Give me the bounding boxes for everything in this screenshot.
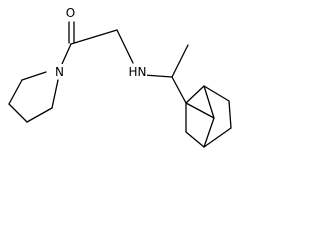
- chemical-structure-diagram: O N HN: [8, 5, 232, 148]
- bicycle-bridge-2: [203, 117, 215, 148]
- methine-to-bicycle-bond: [171, 76, 187, 104]
- pyrrolidine-bond-3: [8, 103, 28, 123]
- pyrrolidine-nitrogen-label: N: [55, 65, 64, 79]
- methine-to-methyl-bond: [171, 44, 189, 78]
- bicycle-bridge-3: [203, 85, 215, 119]
- pyrrolidine-bond-1: [51, 79, 59, 109]
- bicycle-bond-4: [203, 127, 232, 148]
- bicycle-bond-3: [228, 100, 232, 129]
- oxygen-atom-label: O: [66, 6, 75, 20]
- bicycle-bond-5: [185, 131, 205, 148]
- pyrrolidine-bond-4: [8, 79, 23, 105]
- pyrrolidine-bond-5: [21, 71, 47, 81]
- pyrrolidine-bond-2: [26, 107, 53, 123]
- bicycle-bond-1: [185, 85, 205, 104]
- bicycle-bridge-1: [185, 102, 215, 119]
- amine-nitrogen-label: HN: [129, 65, 147, 79]
- carbonyl-to-methylene-bond: [70, 29, 118, 45]
- methylene-to-amine-bond: [116, 29, 134, 64]
- bicycle-bond-2: [203, 85, 230, 102]
- carbonyl-to-pyrrolidine-bond: [61, 43, 72, 65]
- amine-to-methine-bond: [143, 74, 173, 78]
